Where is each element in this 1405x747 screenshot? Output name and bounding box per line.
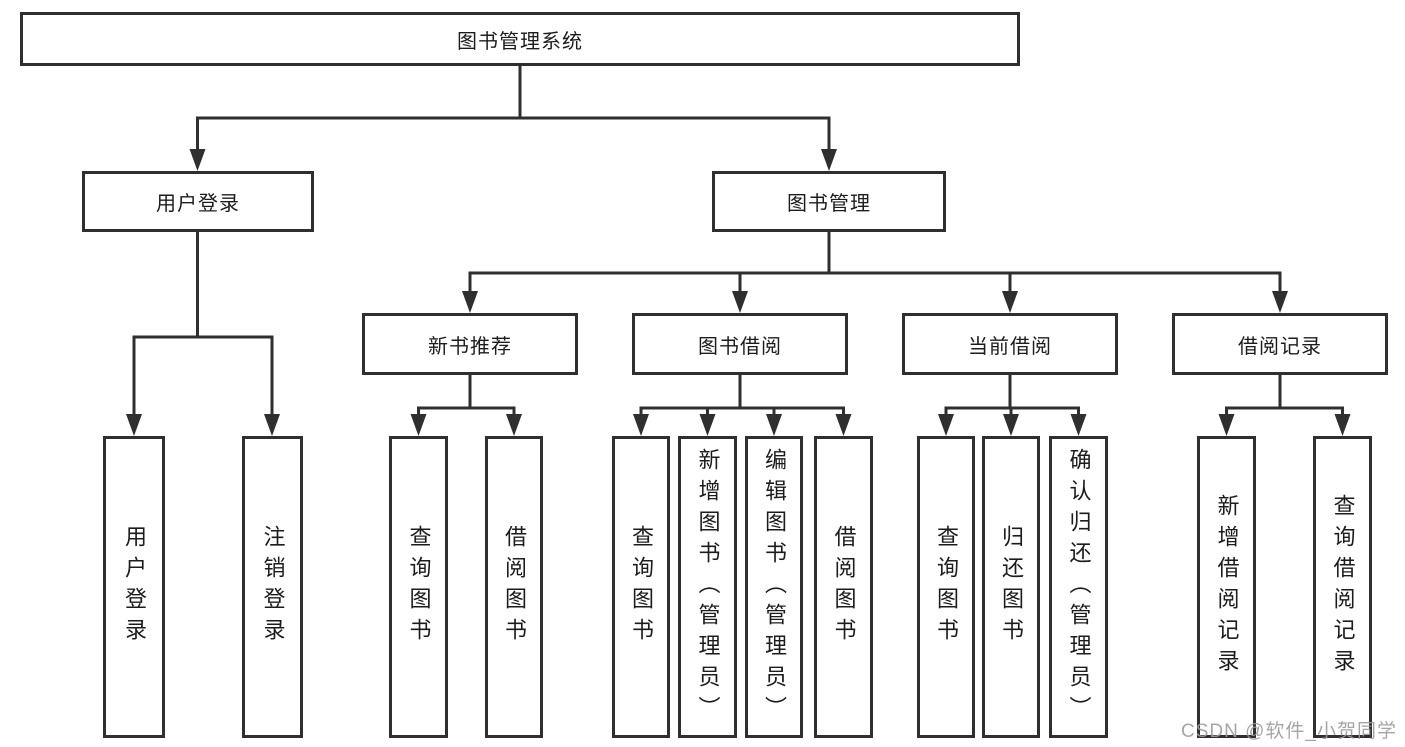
leaf-edit-book-admin: 编辑图书（管理员） — [745, 436, 803, 738]
node-label: 归还图书 — [999, 525, 1024, 649]
leaf-query-books-recommend: 查询图书 — [389, 436, 448, 738]
node-label: 查询图书 — [629, 525, 654, 649]
leaf-borrow-books: 借阅图书 — [814, 436, 873, 738]
leaf-return-books: 归还图书 — [982, 436, 1040, 738]
node-library-management-system: 图书管理系统 — [20, 12, 1020, 66]
arrowhead — [699, 414, 716, 436]
arrowhead — [1003, 414, 1019, 436]
arrowhead — [264, 414, 280, 436]
node-label: 借阅记录 — [1238, 335, 1322, 358]
node-label: 确认归还（管理员） — [1066, 447, 1092, 727]
arrowhead — [938, 414, 954, 436]
arrowhead — [766, 414, 782, 436]
node-label: 图书管理系统 — [457, 30, 583, 53]
arrowhead — [410, 414, 427, 436]
node-book-management: 图书管理 — [712, 171, 946, 232]
arrowhead — [462, 291, 478, 313]
connector-root-to-level2 — [196, 66, 831, 153]
arrowhead — [633, 414, 649, 436]
node-label: 新增图书（管理员） — [695, 447, 721, 727]
node-current-borrowing: 当前借阅 — [902, 313, 1118, 375]
connector-book-borrow-to-leaves — [639, 375, 845, 418]
arrowhead — [732, 291, 748, 313]
csdn-watermark: CSDN @软件_小贺同学 — [1181, 721, 1397, 742]
arrowhead — [1272, 291, 1288, 313]
node-user-login: 用户登录 — [82, 171, 314, 232]
arrowhead — [1218, 414, 1235, 436]
node-label: 新增借阅记录 — [1214, 494, 1240, 680]
node-label: 查询图书 — [406, 525, 432, 649]
node-label: 当前借阅 — [968, 335, 1052, 358]
node-label: 查询借阅记录 — [1330, 494, 1356, 680]
node-label: 用户登录 — [156, 193, 240, 215]
node-label: 注销登录 — [260, 525, 286, 649]
arrowhead — [506, 414, 522, 436]
connector-user-login-to-leaves — [132, 232, 274, 418]
leaf-add-book-admin: 新增图书（管理员） — [678, 436, 737, 738]
node-new-book-recommendation: 新书推荐 — [362, 313, 578, 375]
leaf-confirm-return-admin: 确认归还（管理员） — [1049, 436, 1108, 738]
node-label: 图书管理 — [787, 193, 871, 215]
connector-borrow-records-to-leaves — [1225, 375, 1344, 418]
leaf-query-books-current: 查询图书 — [917, 436, 975, 738]
arrowhead — [1002, 291, 1018, 313]
arrowhead — [835, 414, 852, 436]
arrowhead — [126, 414, 142, 436]
node-borrowing-records: 借阅记录 — [1172, 313, 1388, 375]
leaf-query-borrow-record: 查询借阅记录 — [1313, 436, 1372, 738]
connector-book-mgmt-to-level3 — [468, 232, 1282, 295]
connector-new-book-to-leaves — [417, 375, 516, 418]
node-label: 新书推荐 — [428, 335, 512, 358]
arrowhead — [189, 149, 206, 171]
arrowhead — [1070, 414, 1087, 436]
node-label: 借阅图书 — [502, 525, 527, 649]
arrowhead — [821, 149, 837, 171]
node-label: 用户登录 — [122, 525, 147, 649]
leaf-borrow-books-recommend: 借阅图书 — [485, 436, 543, 738]
node-book-borrowing: 图书借阅 — [632, 313, 848, 375]
node-label: 查询图书 — [934, 525, 959, 649]
leaf-user-login: 用户登录 — [103, 436, 165, 738]
leaf-query-books-borrow: 查询图书 — [612, 436, 670, 738]
leaf-logout: 注销登录 — [242, 436, 303, 738]
connector-current-borrow-to-leaves — [944, 375, 1080, 418]
node-label: 图书借阅 — [698, 335, 782, 358]
arrowhead — [1334, 414, 1351, 436]
leaf-add-borrow-record: 新增借阅记录 — [1197, 436, 1256, 738]
node-label: 编辑图书（管理员） — [762, 447, 787, 727]
node-label: 借阅图书 — [831, 525, 857, 649]
